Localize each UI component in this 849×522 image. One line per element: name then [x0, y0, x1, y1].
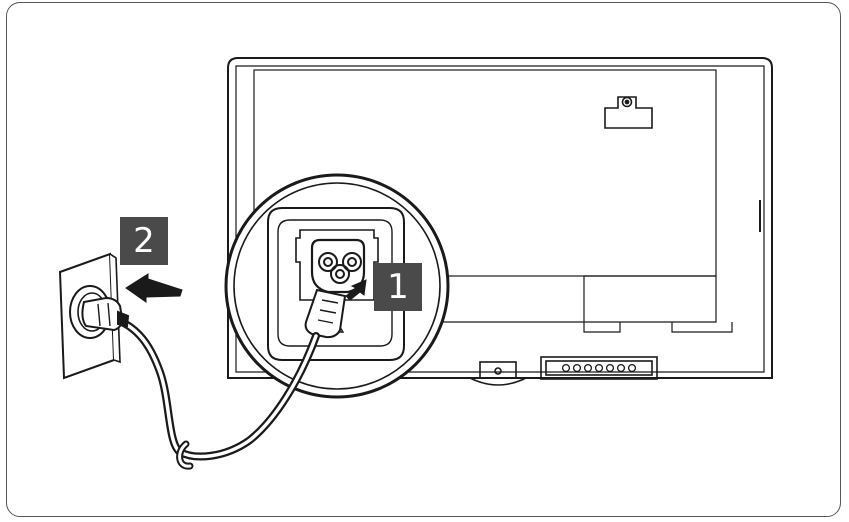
magnified-inlet-detail [224, 173, 450, 399]
step-2-badge: 2 [120, 217, 168, 265]
wall-plug-icon [81, 296, 130, 332]
push-arrow-icon [125, 273, 183, 303]
power-plug-icon [304, 288, 347, 339]
bottom-connectors [469, 356, 658, 386]
power-cable-icon [118, 318, 320, 470]
ac-inlet-icon [318, 252, 362, 284]
step-2-number: 2 [133, 221, 155, 261]
vesa-hole-icon [604, 96, 653, 129]
step-1-number: 1 [387, 267, 409, 307]
insert-arrow-icon [345, 279, 367, 301]
step-1-badge: 1 [374, 263, 422, 311]
port-strip [561, 363, 637, 373]
